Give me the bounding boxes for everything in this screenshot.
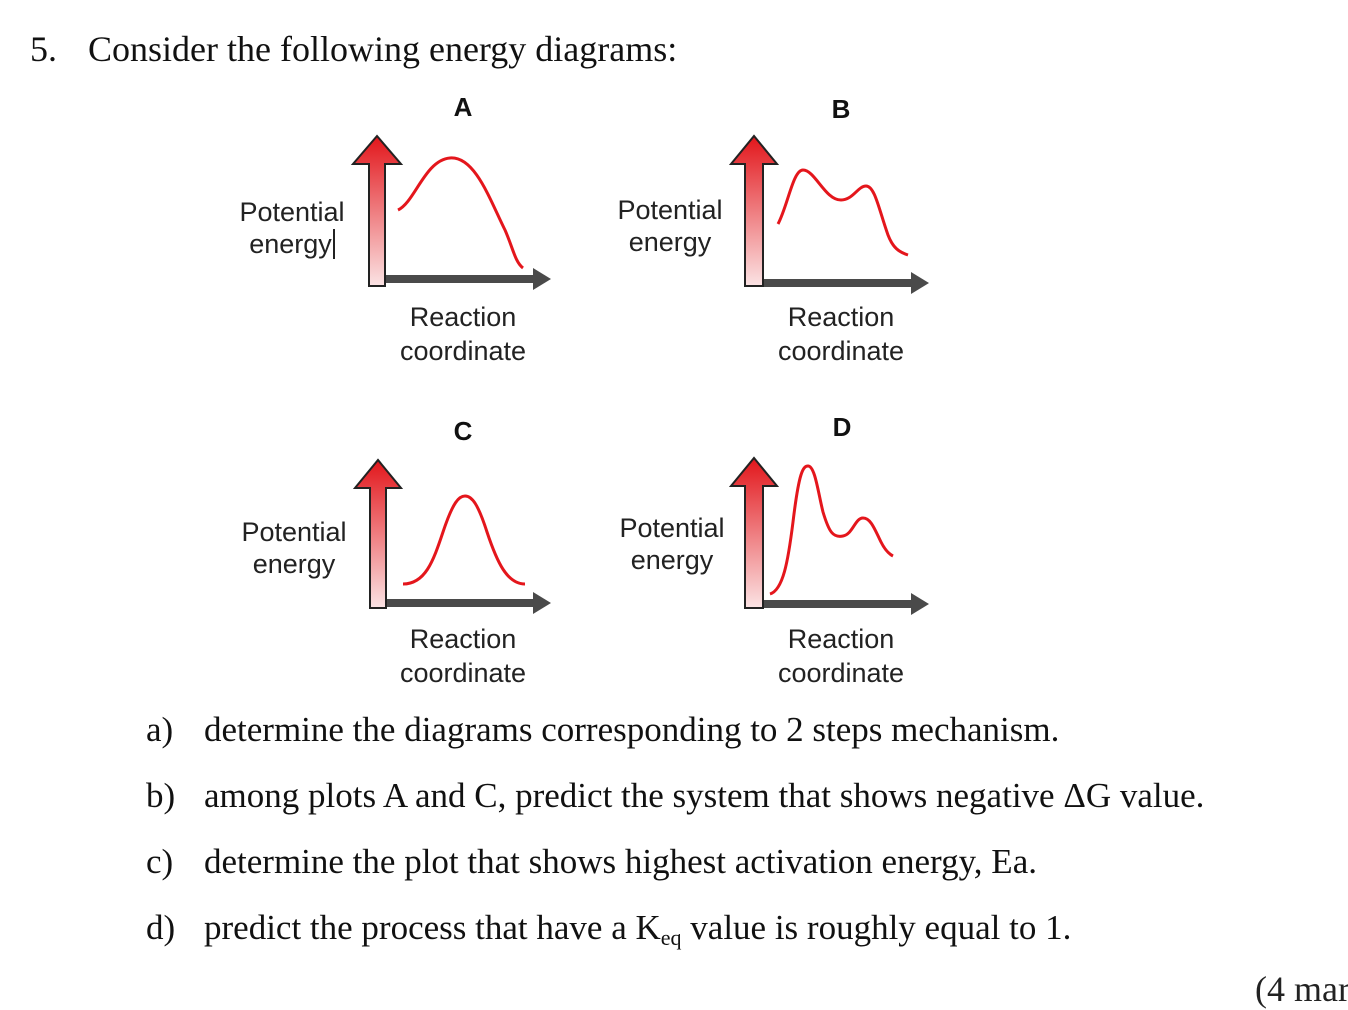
y-axis-arrow [352,458,404,609]
energy-curve [402,494,526,586]
energy-curve [769,464,894,596]
question-heading: 5. Consider the following energy diagrams… [30,28,677,70]
energy-diagram-c [352,458,551,614]
marks-label: (4 mar [1255,969,1348,1009]
x-axis-arrow [763,272,929,294]
sub-question-b: b)among plots A and C, predict the syste… [146,776,1205,815]
question-number: 5. [30,29,57,69]
keq-subscript: eq [660,925,682,950]
x-axis-arrow [385,592,551,614]
sub-question-c: c)determine the plot that shows highest … [146,842,1037,881]
diagram-label: C [453,416,473,446]
energy-curve [397,156,525,270]
x-axis-arrow [385,268,551,290]
diagram-label: A [453,92,473,122]
x-axis-arrow [763,593,929,615]
energy-diagram-b [728,134,929,294]
y-axis-arrow [728,456,780,609]
energy-diagram-a [350,134,551,290]
sub-question-d: d)predict the process that have a Keq va… [146,908,1072,950]
sub-question-a: a)determine the diagrams corresponding t… [146,710,1060,749]
text-cursor [332,229,335,259]
diagram-label: D [832,412,852,442]
y-axis-arrow [728,134,780,287]
question-text: Consider the following energy diagrams: [88,29,678,69]
energy-curve [776,168,909,257]
diagram-label: B [831,94,851,124]
energy-diagram-d [728,456,929,615]
y-axis-arrow [350,134,404,287]
